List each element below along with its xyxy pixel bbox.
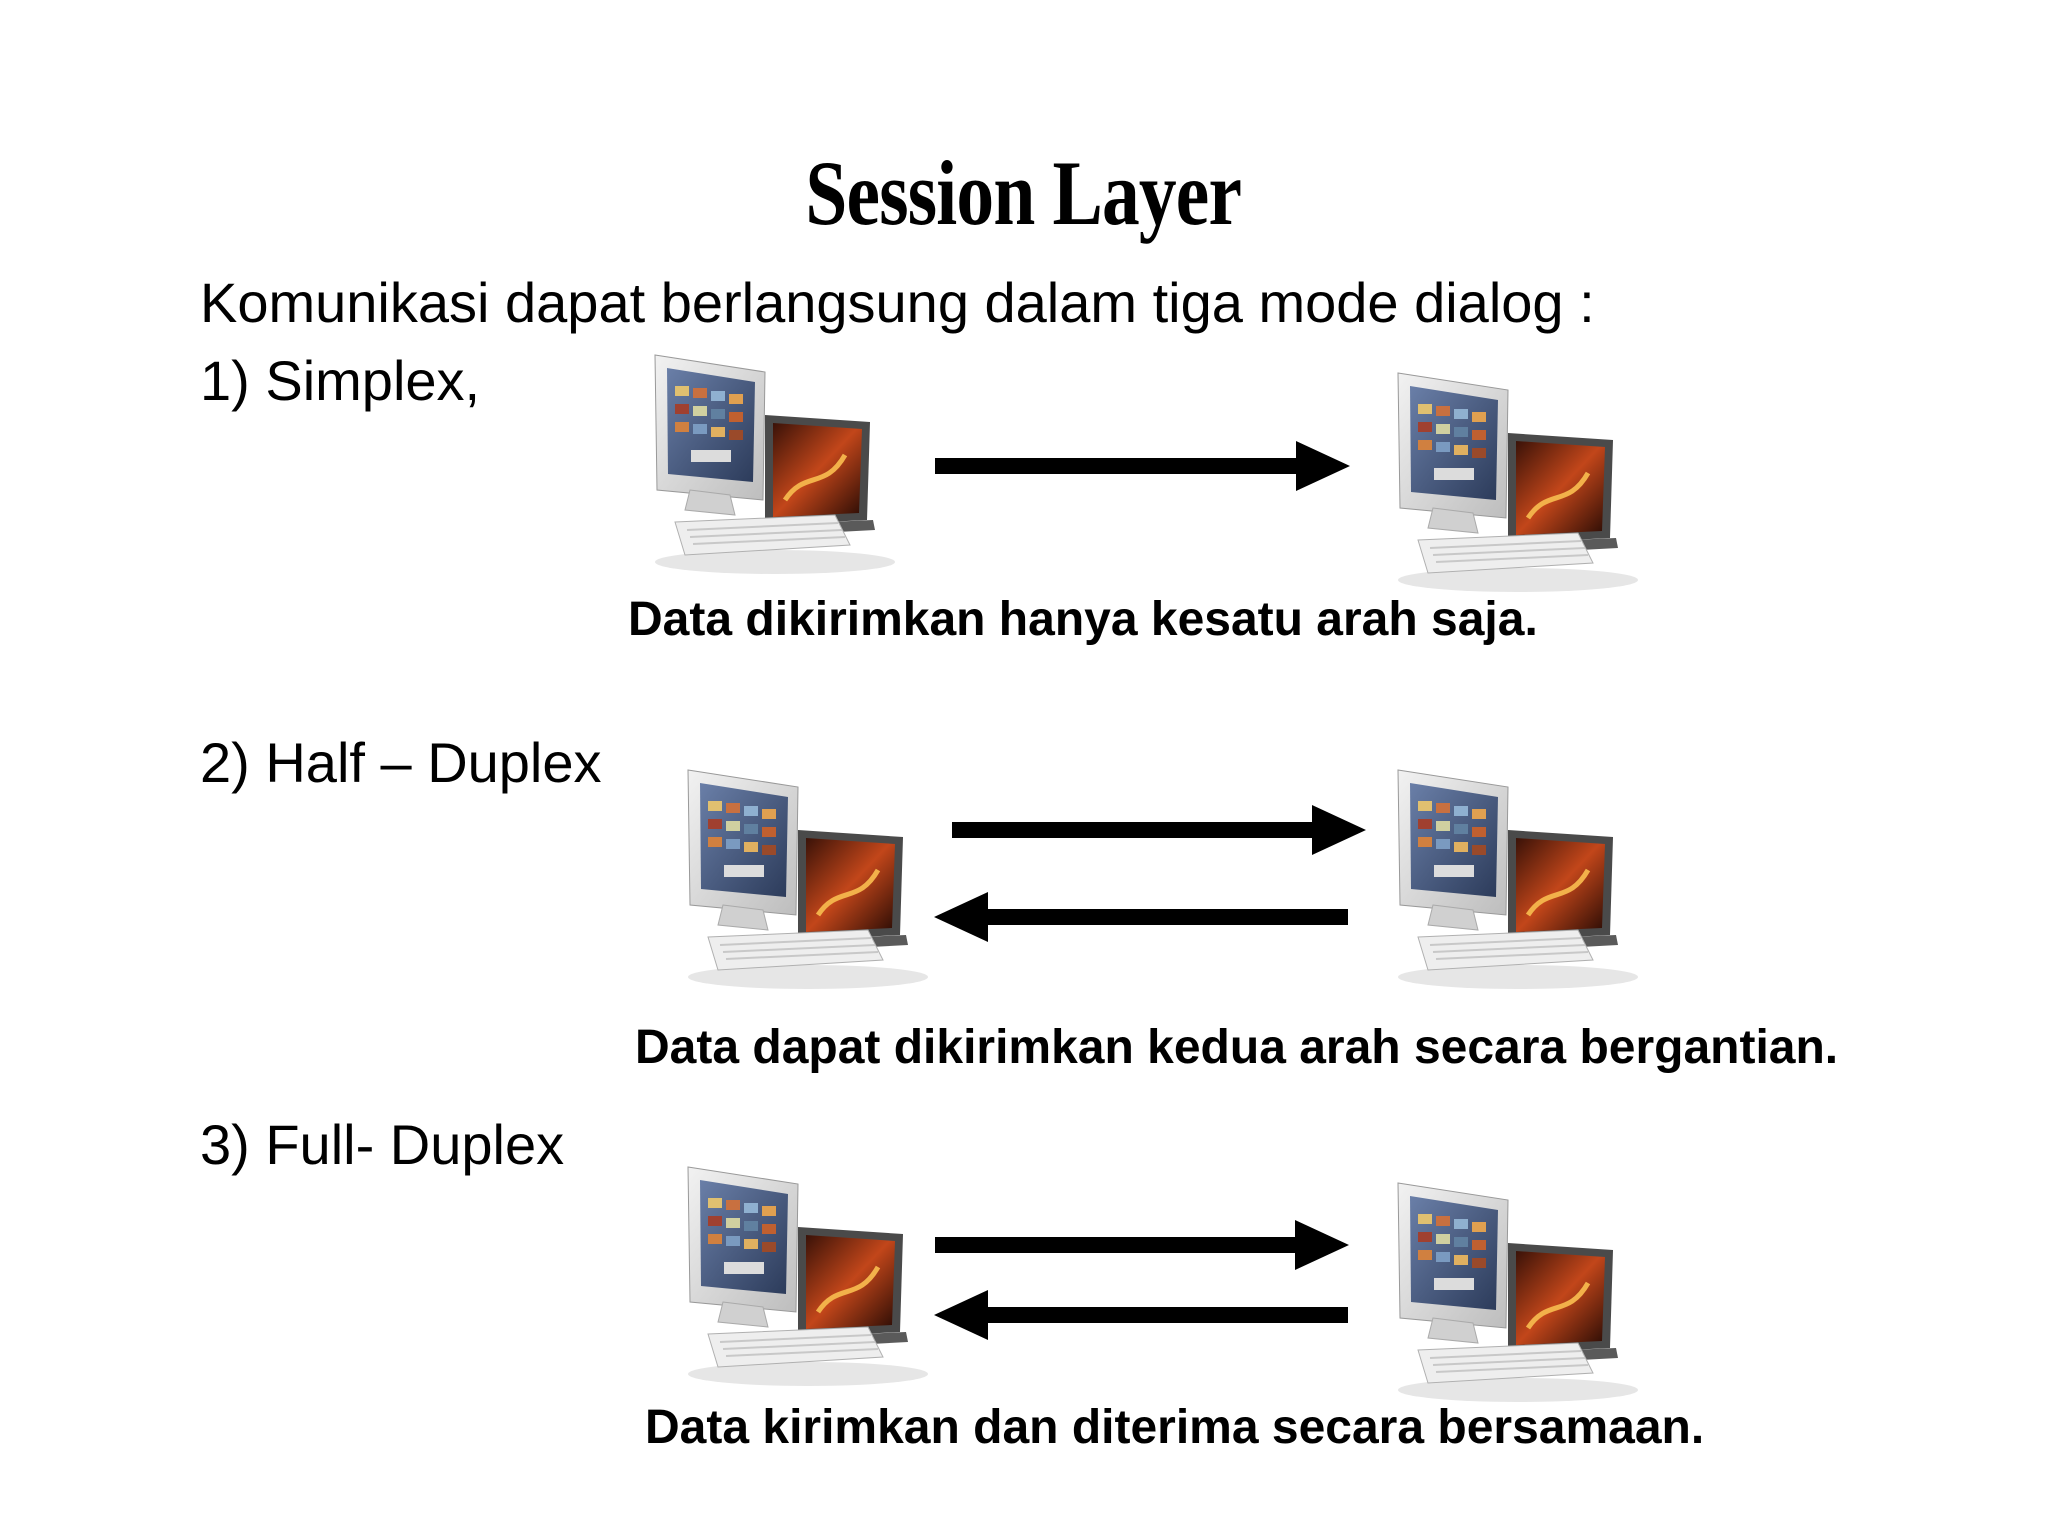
intro-text: Komunikasi dapat berlangsung dalam tiga …	[200, 271, 1595, 334]
slide-title: Session Layer	[805, 142, 1242, 244]
arrow-right-simplex-icon	[935, 441, 1350, 491]
computer-receiver-full-duplex-icon	[1378, 1178, 1638, 1408]
mode-label-simplex: 1) Simplex,	[200, 349, 481, 412]
computer-sender-full-duplex-icon	[668, 1162, 928, 1392]
caption-half-duplex: Data dapat dikirimkan kedua arah secara …	[635, 1021, 1839, 1074]
computer-receiver-half-duplex-icon	[1378, 765, 1638, 995]
computer-sender-simplex-icon	[635, 350, 895, 580]
mode-label-half-duplex: 2) Half – Duplex	[200, 731, 602, 794]
computer-sender-half-duplex-icon	[668, 765, 928, 995]
caption-full-duplex: Data kirimkan dan diterima secara bersam…	[645, 1401, 1705, 1454]
computer-receiver-simplex-icon	[1378, 368, 1638, 598]
mode-label-full-duplex: 3) Full- Duplex	[200, 1113, 565, 1176]
caption-simplex: Data dikirimkan hanya kesatu arah saja.	[628, 593, 1538, 646]
arrow-left-full-duplex-icon	[934, 1290, 1348, 1340]
arrow-right-full-duplex-icon	[935, 1220, 1349, 1270]
arrow-right-half-duplex-icon	[952, 805, 1366, 855]
arrow-left-half-duplex-icon	[934, 892, 1348, 942]
